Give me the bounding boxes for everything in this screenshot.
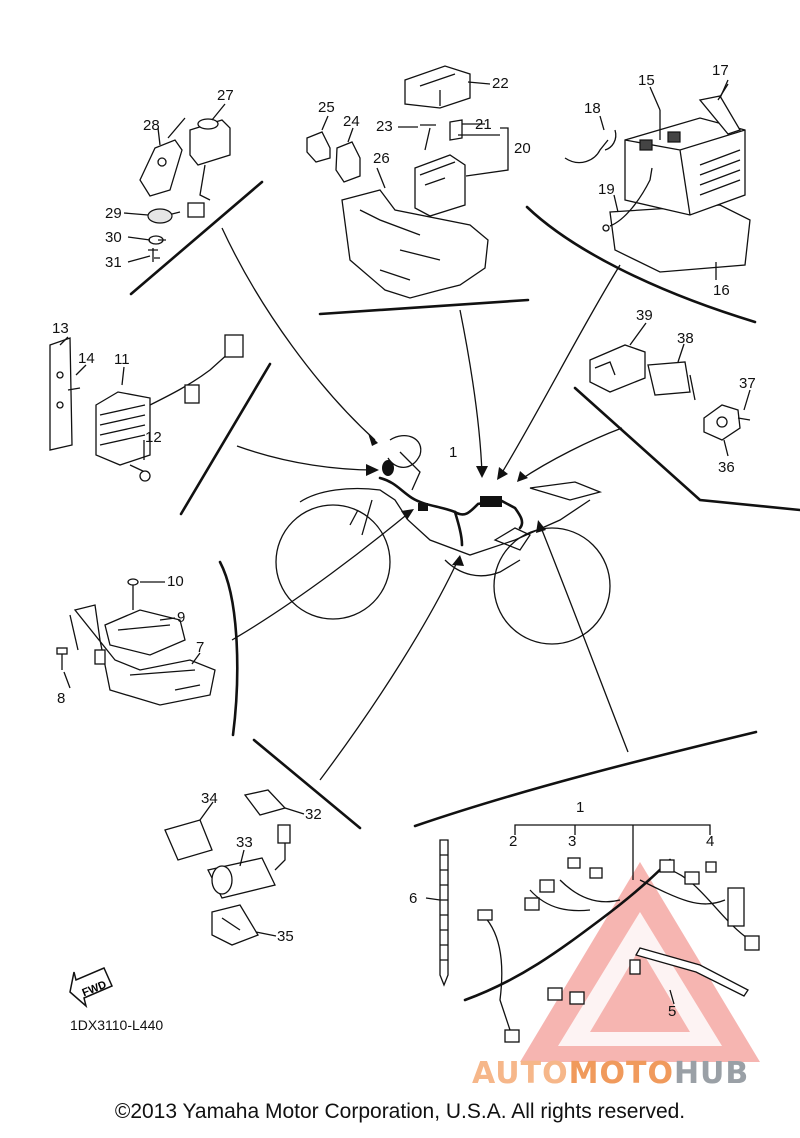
watermark-part2: MOTO bbox=[568, 1056, 674, 1091]
label-21: 21 bbox=[475, 116, 492, 133]
label-24: 24 bbox=[343, 113, 360, 130]
sensor-bracket-group bbox=[139, 117, 231, 262]
lean-angle-sensor-group bbox=[589, 344, 751, 441]
label-26: 26 bbox=[373, 150, 390, 167]
watermark-part3: HUB bbox=[673, 1056, 750, 1091]
condenser-group bbox=[164, 789, 291, 946]
label-33: 33 bbox=[236, 834, 253, 851]
label-18: 18 bbox=[584, 100, 601, 117]
label-38: 38 bbox=[677, 330, 694, 347]
label-27: 27 bbox=[217, 87, 234, 104]
label-15: 15 bbox=[638, 72, 655, 89]
label-11: 11 bbox=[114, 351, 130, 368]
label-2: 2 bbox=[509, 833, 517, 850]
label-31: 31 bbox=[105, 254, 122, 271]
label-39: 39 bbox=[636, 307, 653, 324]
battery-group bbox=[564, 83, 751, 273]
label-5: 5 bbox=[668, 1003, 676, 1020]
label-7: 7 bbox=[196, 639, 204, 656]
central-wire-harness bbox=[378, 460, 524, 547]
label-28: 28 bbox=[143, 117, 160, 134]
main-harness-group bbox=[439, 824, 760, 1043]
label-9: 9 bbox=[177, 609, 185, 626]
label-25: 25 bbox=[318, 99, 335, 116]
label-16: 16 bbox=[713, 282, 730, 299]
label-30: 30 bbox=[105, 229, 122, 246]
label-12: 12 bbox=[145, 429, 162, 446]
label-22: 22 bbox=[492, 75, 509, 92]
ecu-bracket-group bbox=[56, 578, 216, 706]
fwd-arrow-icon: FWD bbox=[69, 967, 113, 1009]
label-1-harness: 1 bbox=[576, 799, 584, 816]
label-23: 23 bbox=[376, 118, 393, 135]
label-20: 20 bbox=[514, 140, 531, 157]
callout-lines bbox=[129, 180, 800, 830]
rectifier-regulator-group bbox=[49, 334, 244, 482]
label-32: 32 bbox=[305, 806, 322, 823]
motorcycle-outline bbox=[275, 435, 611, 645]
label-37: 37 bbox=[739, 375, 756, 392]
label-3: 3 bbox=[568, 833, 576, 850]
label-19: 19 bbox=[598, 181, 615, 198]
label-6: 6 bbox=[409, 890, 417, 907]
watermark-text: AUTOMOTOHUB bbox=[472, 1056, 749, 1091]
label-4: 4 bbox=[706, 833, 714, 850]
label-34: 34 bbox=[201, 790, 218, 807]
starter-relay-group bbox=[306, 65, 509, 299]
watermark-part1: AUTO bbox=[472, 1056, 569, 1091]
label-13: 13 bbox=[52, 320, 69, 337]
label-14: 14 bbox=[78, 350, 95, 367]
label-35: 35 bbox=[277, 928, 294, 945]
copyright-footer: ©2013 Yamaha Motor Corporation, U.S.A. A… bbox=[114, 1100, 686, 1123]
label-29: 29 bbox=[105, 205, 122, 222]
diagram-code: 1DX3110-L440 bbox=[70, 1017, 164, 1033]
leader-lines bbox=[59, 79, 751, 1005]
label-17: 17 bbox=[712, 62, 729, 79]
label-36: 36 bbox=[718, 459, 735, 476]
part-number-labels: 27 28 29 30 31 25 24 26 23 21 20 22 15 1… bbox=[52, 62, 756, 1020]
label-8: 8 bbox=[57, 690, 65, 707]
label-10: 10 bbox=[167, 573, 184, 590]
label-1: 1 bbox=[449, 444, 457, 461]
